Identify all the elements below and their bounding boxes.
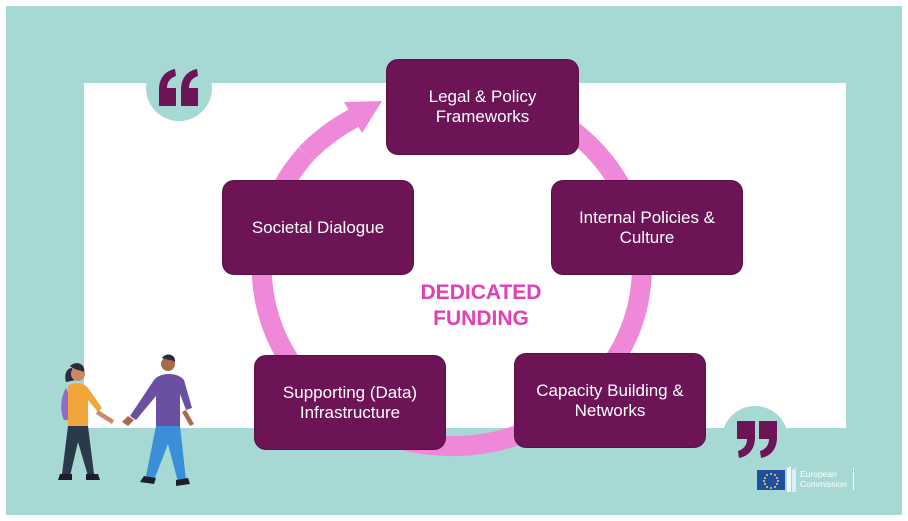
eu-flag-icon bbox=[757, 466, 796, 492]
node-internal-policies: Internal Policies & Culture bbox=[552, 181, 742, 274]
ec-logo-text: European Commission bbox=[800, 469, 847, 489]
center-label: DEDICATED FUNDING bbox=[420, 281, 542, 330]
woman-figure bbox=[58, 363, 114, 480]
walking-people-illustration bbox=[58, 354, 194, 486]
cycle-arrowhead-icon bbox=[344, 101, 382, 133]
slide: Legal & Policy Frameworks Internal Polic… bbox=[6, 6, 902, 515]
node-societal-dialogue: Societal Dialogue bbox=[223, 181, 413, 274]
close-quote-icon bbox=[722, 406, 788, 472]
ec-logo-divider bbox=[852, 468, 854, 490]
man-figure bbox=[122, 354, 194, 486]
node-capacity-building: Capacity Building & Networks bbox=[515, 354, 705, 447]
european-commission-logo: European Commission bbox=[757, 464, 854, 494]
open-quote-icon bbox=[146, 55, 212, 121]
node-supporting-infrastructure: Supporting (Data) Infrastructure bbox=[255, 356, 445, 449]
node-legal-policy: Legal & Policy Frameworks bbox=[387, 60, 578, 154]
